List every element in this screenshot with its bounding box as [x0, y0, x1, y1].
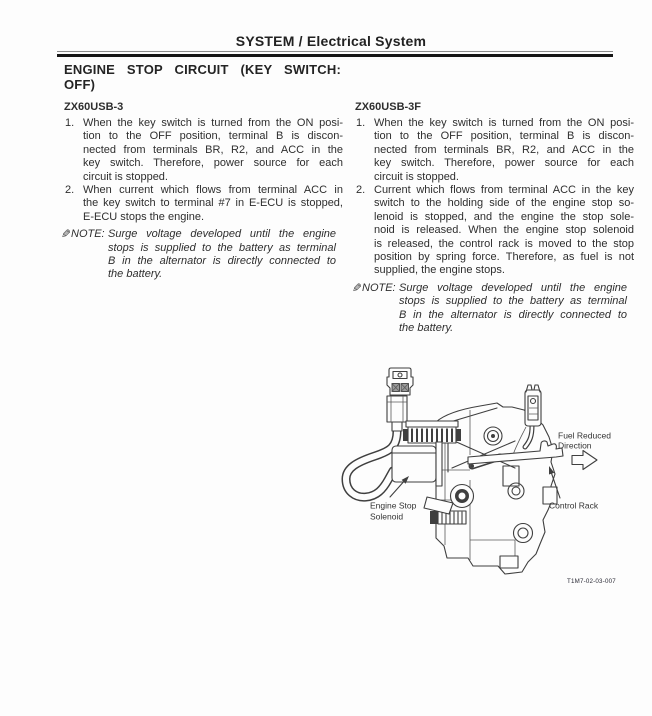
text-line: the key switch to terminal #7 in E-ECU i…	[83, 197, 343, 210]
label-fuel-reduced-line2: Direction	[558, 441, 592, 451]
header-rule	[57, 51, 613, 57]
page-header-title: SYSTEM / Electrical System	[235, 33, 427, 49]
note-block: ✎ NOTE: Surge voltage developed until th…	[348, 280, 634, 336]
note-block: ✎ NOTE: Surge voltage developed until th…	[57, 227, 343, 282]
note-text: Surge voltage developed until the engine…	[108, 228, 336, 282]
text-line: circuit is stopped.	[374, 170, 459, 183]
text-line: lenoid is stopped, and the engine the st…	[374, 210, 634, 223]
text-line: noid is released. When the engine stop s…	[374, 224, 634, 237]
right-connector-plug	[512, 384, 542, 456]
solenoid-wire-tube	[341, 426, 402, 502]
section-title: ENGINE STOP CIRCUIT (KEY SWITCH: OFF)	[64, 62, 341, 92]
list-item-number: 2.	[356, 184, 366, 197]
control-rack-leader-arrow	[549, 466, 561, 499]
note-text: Surge voltage developed until the engine…	[399, 282, 627, 336]
pump-element-barrel	[403, 420, 461, 444]
list-item: 1. When the key switch is turned from th…	[64, 117, 343, 184]
text-line: B in the alternator is directly connecte…	[108, 255, 336, 268]
label-control-rack: Control Rack	[549, 501, 599, 511]
note-label: NOTE:	[362, 281, 396, 294]
pump-figure: Fuel Reduced Direction Control Rack Engi…	[325, 358, 652, 606]
text-line: supplied, the engine stops.	[374, 264, 505, 277]
text-line: When current which flows from terminal A…	[83, 184, 343, 197]
header-rule-thick	[57, 54, 613, 57]
label-fuel-reduced-line1: Fuel Reduced	[558, 431, 611, 441]
text-line: stops is supplied to the battery as term…	[399, 295, 627, 308]
text-line: E-ECU stops the engine.	[83, 210, 205, 223]
list-item-number: 2.	[65, 184, 75, 197]
section-title-line: ENGINE STOP CIRCUIT (KEY SWITCH:	[64, 62, 341, 77]
text-line: B in the alternator is directly connecte…	[399, 308, 627, 321]
text-line: key switch. Therefore, power source for …	[83, 157, 343, 170]
text-line: the battery.	[399, 322, 454, 335]
text-line: When the key switch is turned from the O…	[83, 117, 343, 129]
text-line: position by spring force. Therefore, as …	[374, 251, 634, 264]
header-rule-thin	[57, 51, 613, 52]
text-line: the battery.	[108, 268, 163, 281]
section-title-line: OFF)	[64, 77, 96, 92]
list-item-text: When current which flows from terminal A…	[83, 184, 343, 224]
text-line: is released, the control rack is moved t…	[374, 237, 634, 250]
text-line: Current which flows from terminal ACC in…	[374, 184, 634, 197]
text-line: switch to the holding side of the engine…	[374, 197, 634, 210]
text-line: Surge voltage developed until the engine	[399, 281, 627, 294]
text-line: Surge voltage developed until the engine	[108, 228, 336, 241]
fuel-direction-arrow	[571, 449, 598, 471]
model-heading: ZX60USB-3	[64, 101, 124, 113]
engine-stop-solenoid-shape	[391, 441, 443, 487]
list-item-text: Current which flows from terminal ACC in…	[374, 184, 634, 278]
list-item-text: When the key switch is turned from the O…	[83, 117, 343, 184]
list-item: 2. When current which flows from termina…	[64, 184, 343, 224]
model-heading: ZX60USB-3F	[355, 101, 422, 113]
pencil-icon: ✎	[351, 280, 362, 295]
text-line: nected from terminals BR, R2, and ACC in…	[83, 143, 343, 156]
list-item: 1. When the key switch is turned from th…	[355, 117, 634, 184]
label-engine-stop-line2: Solenoid	[370, 512, 403, 522]
pencil-icon: ✎	[60, 227, 71, 242]
list-item-text: When the key switch is turned from the O…	[374, 117, 634, 184]
solenoid-connector-plug	[386, 367, 414, 432]
list-item: 2. Current which flows from terminal ACC…	[355, 184, 634, 278]
text-line: circuit is stopped.	[83, 170, 168, 183]
pump-diagram: Fuel Reduced Direction Control Rack Engi…	[341, 367, 616, 585]
list-item-number: 1.	[65, 117, 75, 129]
text-line: stops is supplied to the battery as term…	[108, 241, 336, 254]
text-line: When the key switch is turned from the O…	[374, 117, 634, 129]
text-line: tion to the OFF position, terminal B is …	[374, 130, 634, 143]
control-rack-rod	[467, 440, 564, 465]
figure-code: T1M7-02-03-007	[567, 578, 616, 585]
text-line: tion to the OFF position, terminal B is …	[83, 130, 343, 143]
text-line: key switch. Therefore, power source for …	[374, 157, 634, 170]
solenoid-leader-arrow	[389, 476, 409, 498]
list-item-number: 1.	[356, 117, 366, 129]
note-label: NOTE:	[71, 228, 105, 241]
left-column: ZX60USB-3 1. When the key switch is turn…	[61, 100, 343, 282]
label-engine-stop-line1: Engine Stop	[370, 501, 417, 511]
right-column: ZX60USB-3F 1. When the key switch is tur…	[352, 100, 634, 336]
text-line: nected from terminals BR, R2, and ACC in…	[374, 143, 634, 156]
